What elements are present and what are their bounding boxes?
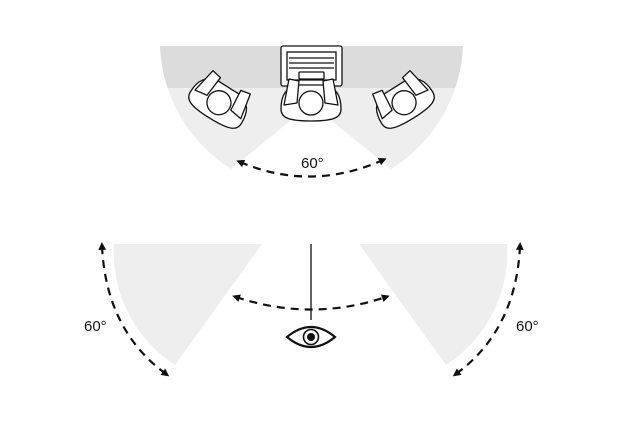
right-angle-arrow bbox=[452, 242, 524, 377]
top-angle-label: 60° bbox=[301, 155, 324, 172]
left-angle-arrow bbox=[98, 242, 170, 377]
right-viewing-sector bbox=[359, 244, 508, 365]
laptop-icon bbox=[280, 45, 343, 87]
left-viewing-sector bbox=[113, 244, 262, 365]
person-left bbox=[188, 70, 251, 129]
middle-angle-arrow bbox=[232, 294, 390, 311]
left-angle-label: 60° bbox=[84, 318, 107, 335]
person-center bbox=[280, 78, 342, 122]
person-right bbox=[372, 70, 435, 129]
right-angle-label: 60° bbox=[516, 318, 539, 335]
eye-icon bbox=[285, 325, 337, 349]
top-angle-arrow bbox=[236, 157, 387, 178]
